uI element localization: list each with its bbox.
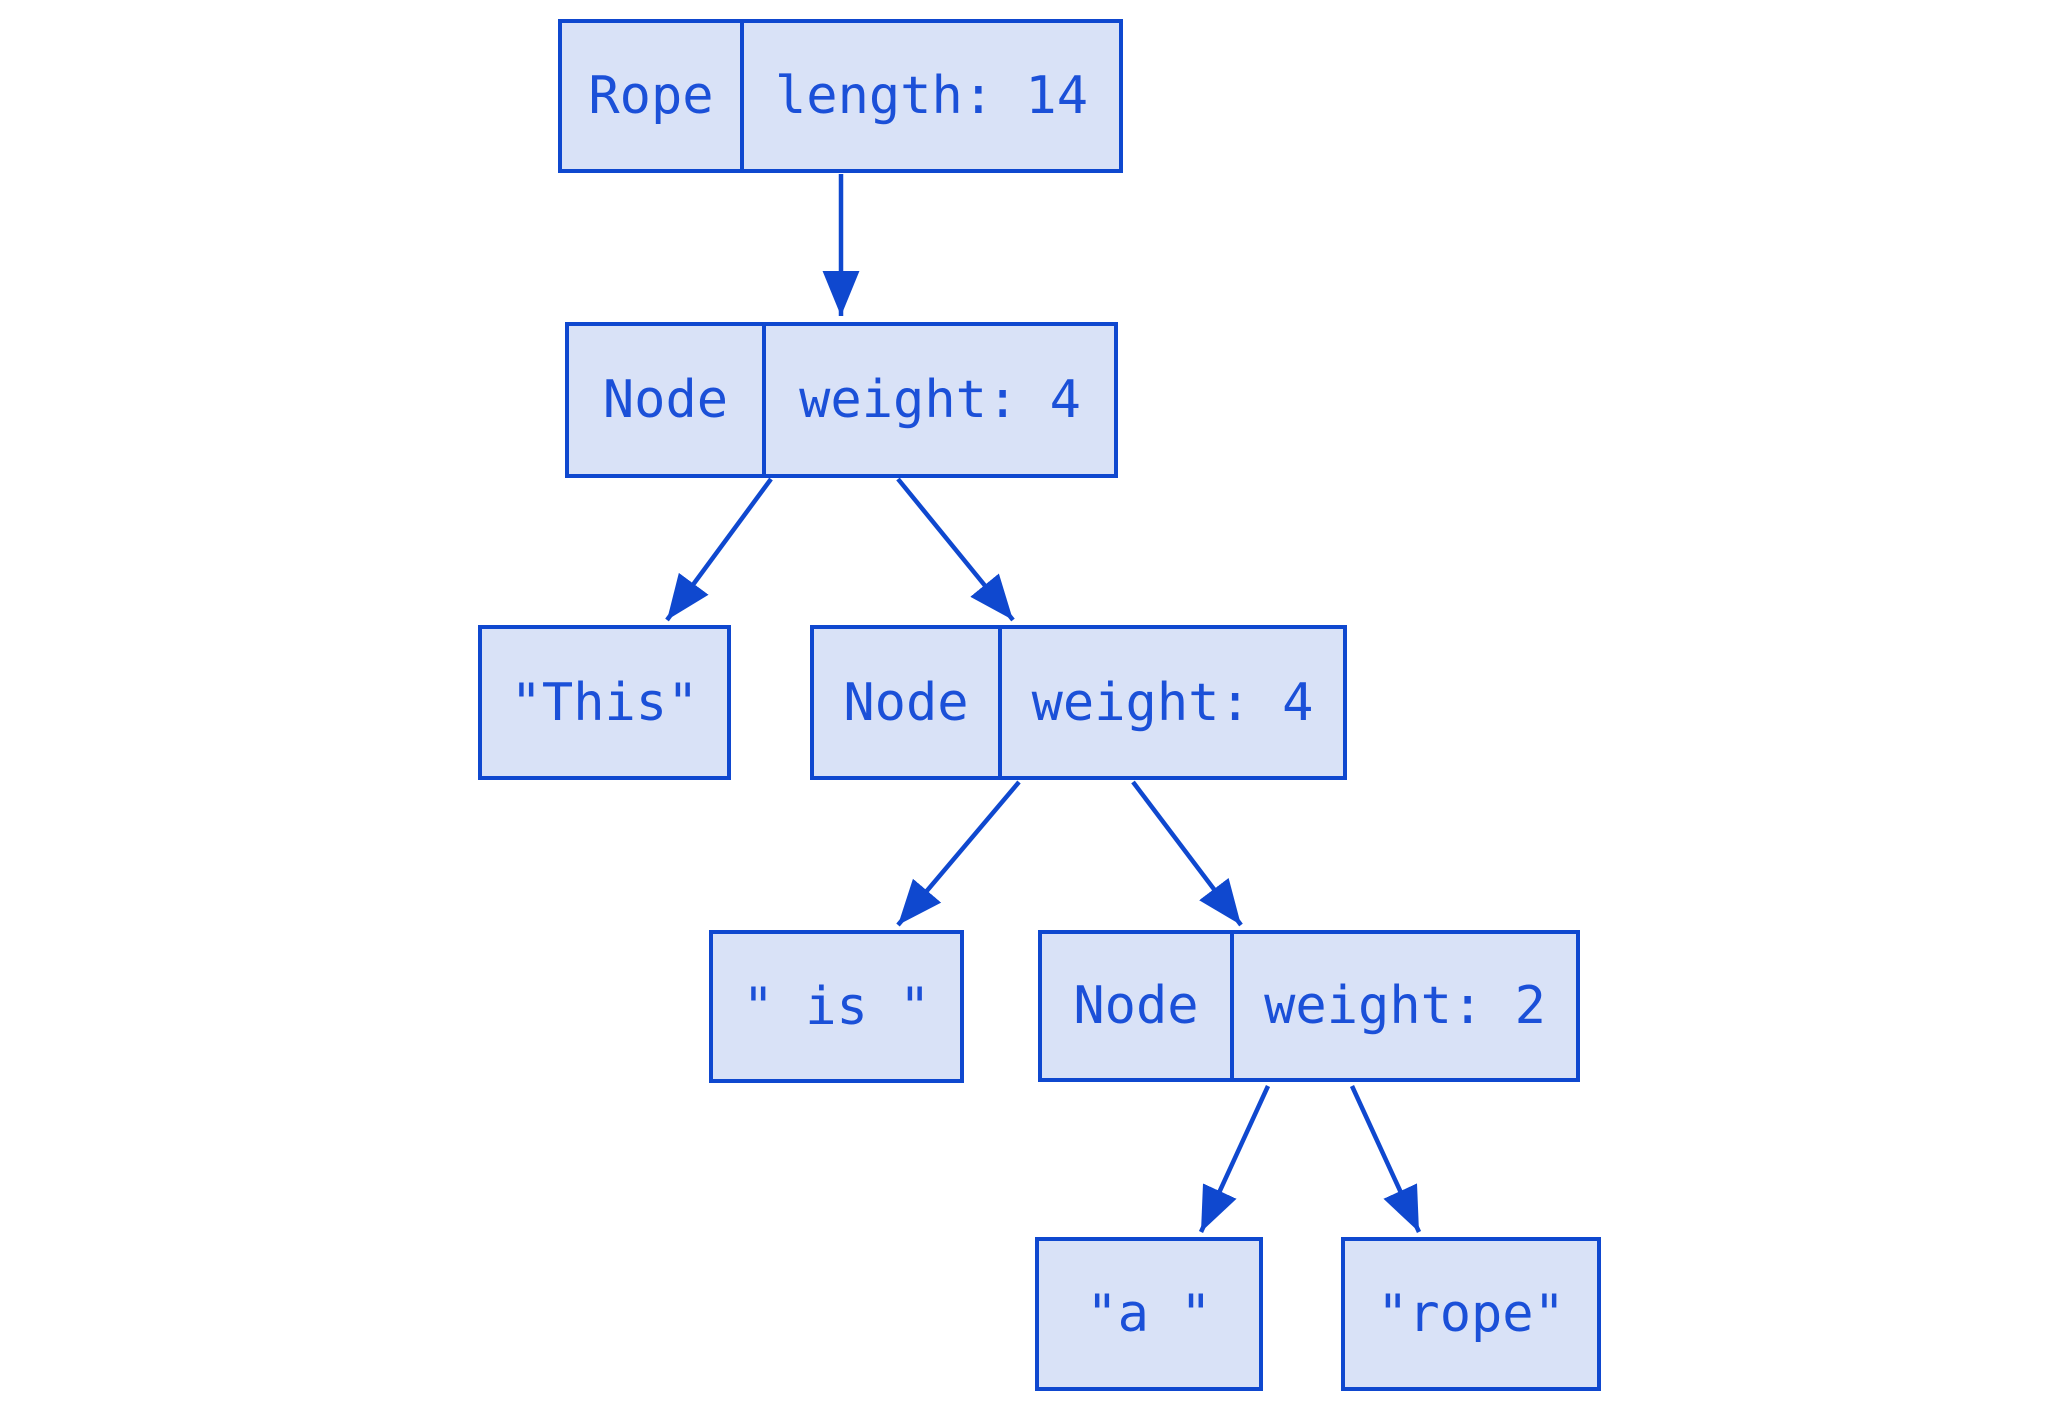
node2-weight-cell: weight: 4	[1031, 672, 1314, 733]
edge-node3-to-leaf-a	[1198, 1085, 1271, 1233]
edge-node3-to-leaf-rope	[1349, 1085, 1422, 1233]
leaf-is-text: " is "	[742, 976, 931, 1037]
node3-type-cell: Node	[1042, 934, 1234, 1078]
internal-node-3-box: Node weight: 2	[1038, 930, 1580, 1082]
node3-weight-cell: weight: 2	[1264, 976, 1546, 1036]
internal-node-1-box: Node weight: 4	[565, 322, 1118, 478]
leaf-rope-box: "rope"	[1341, 1237, 1601, 1391]
rope-type-cell: Rope	[562, 23, 744, 169]
leaf-a-text: "a "	[1086, 1284, 1212, 1344]
rope-root-box: Rope length: 14	[558, 19, 1123, 173]
leaf-is-box: " is "	[709, 930, 964, 1083]
edge-node2-to-leaf-is	[896, 780, 1021, 927]
edge-node1-to-node2	[896, 477, 1015, 622]
leaf-a-box: "a "	[1035, 1237, 1263, 1391]
node2-type-cell: Node	[814, 629, 1002, 776]
leaf-this-box: "This"	[478, 625, 731, 780]
leaf-rope-text: "rope"	[1377, 1284, 1565, 1344]
leaf-this-text: "This"	[510, 672, 699, 733]
node1-type-cell: Node	[569, 326, 766, 474]
edge-node1-to-leaf-this	[665, 477, 773, 622]
node1-weight-cell: weight: 4	[799, 370, 1081, 430]
edge-node2-to-node3	[1131, 780, 1243, 927]
internal-node-2-box: Node weight: 4	[810, 625, 1347, 780]
rope-length-cell: length: 14	[774, 66, 1089, 126]
